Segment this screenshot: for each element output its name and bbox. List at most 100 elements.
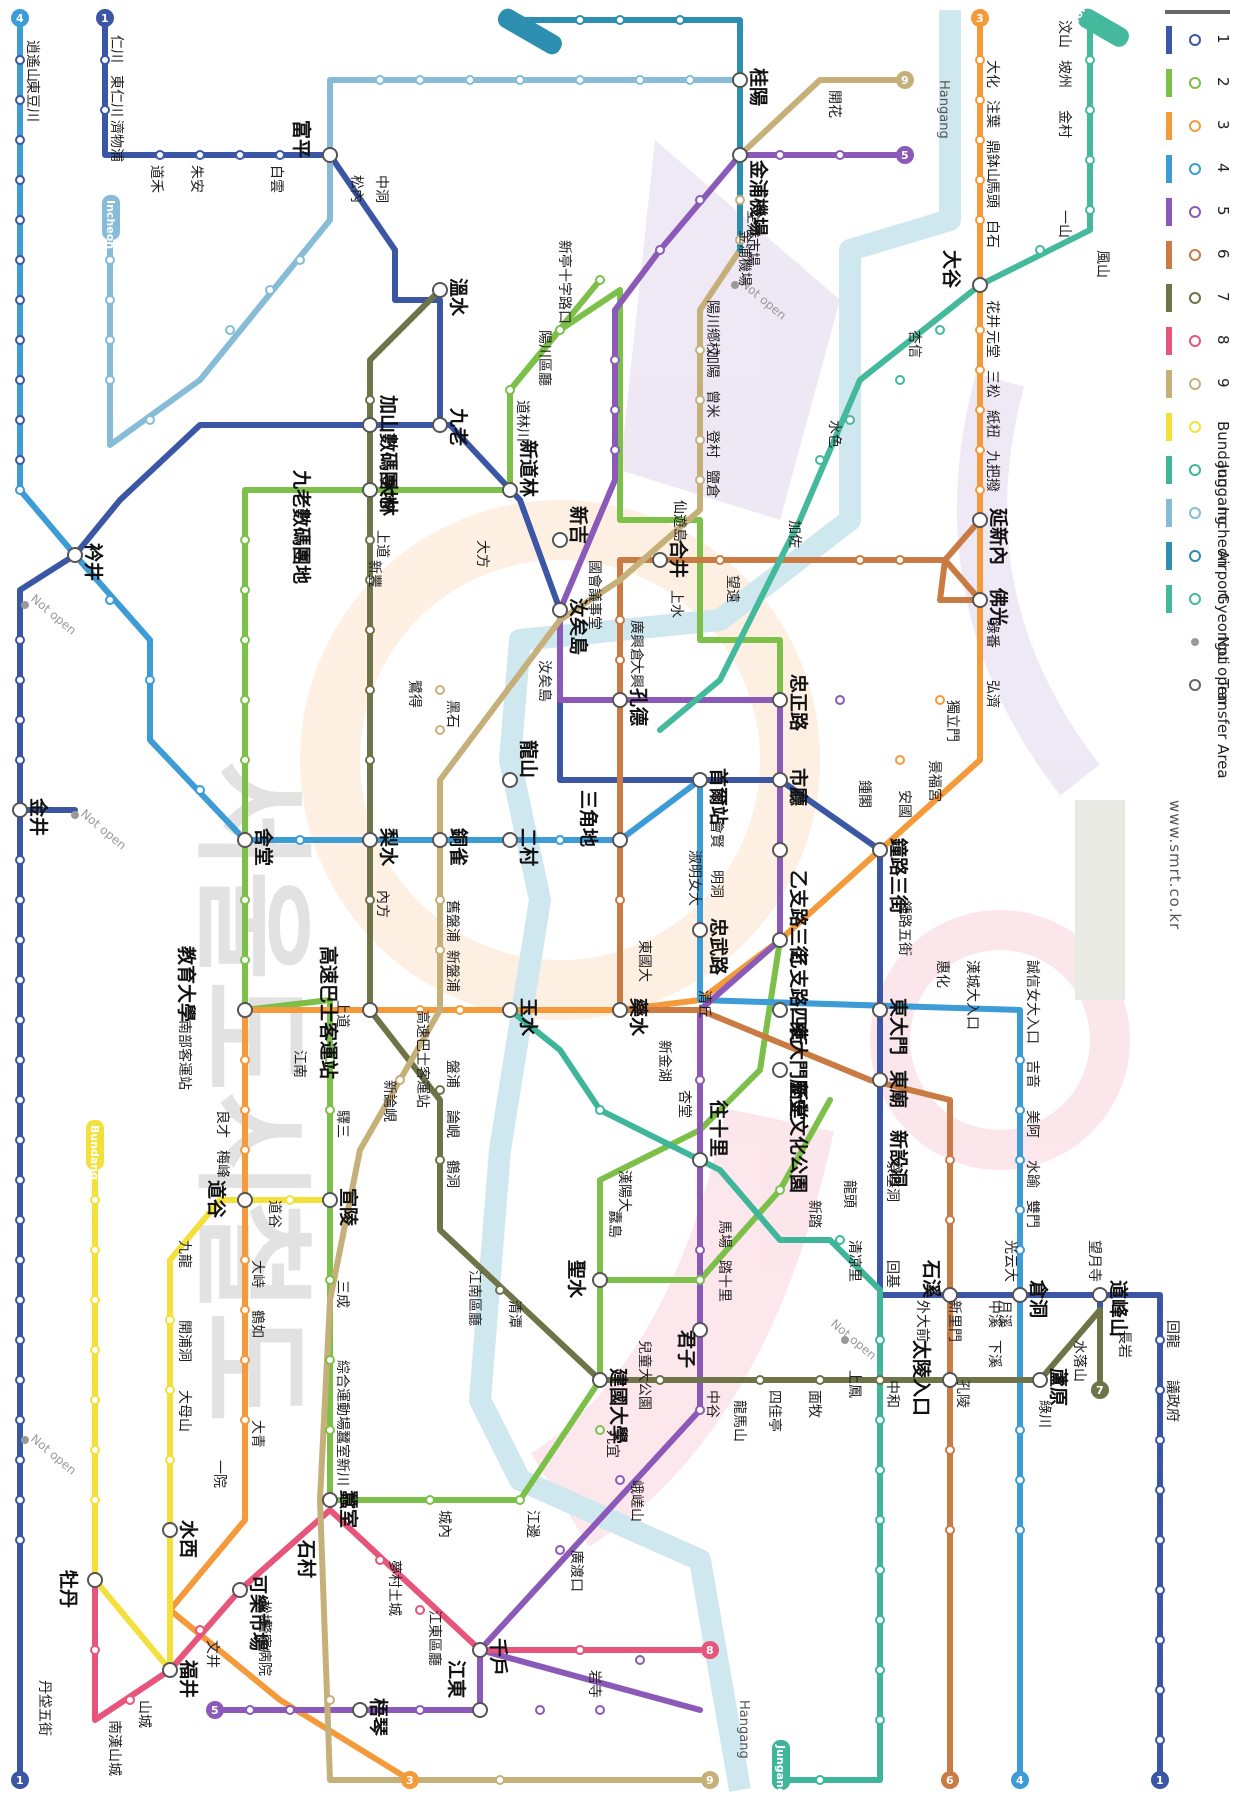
tag-line-5-left[interactable]: 5 xyxy=(206,1701,224,1719)
label-haengsin: 杏信 xyxy=(906,330,922,358)
label-hoehyeon: 會賢 xyxy=(708,820,724,848)
legend-items: 123456789BundangJungangIncheonAirportGye… xyxy=(1166,26,1232,779)
label-madu: 馬頭 xyxy=(984,180,1000,208)
label-nambu: 南部客運站 xyxy=(176,1020,193,1090)
tag-line-1-top[interactable]: 1 xyxy=(96,9,114,27)
svg-text:4: 4 xyxy=(16,12,24,25)
label-dogok: 道谷 xyxy=(205,1180,228,1219)
label-sincheon: 蠶室新川 xyxy=(334,1430,351,1486)
label-hakdong: 鶴洞 xyxy=(444,1160,461,1188)
label-ssangmun: 雙門 xyxy=(1024,1200,1040,1228)
label-incheon: 仁川 xyxy=(108,35,124,63)
label-wondang: 元堂 xyxy=(984,330,1000,358)
label-sinimun: 新里門 xyxy=(946,1300,962,1342)
label-gongdeok: 孔德 xyxy=(627,688,650,726)
hub-samgakji xyxy=(613,833,627,847)
label-cheongdam: 清潭 xyxy=(506,1300,523,1328)
legend-item-5: 5 xyxy=(1166,198,1232,226)
label-seolleung: 宣陵 xyxy=(337,1188,360,1227)
label-isu-small: 高速巴士客運站 xyxy=(414,1010,431,1108)
label-jonggak: 鍾閣 xyxy=(856,780,872,808)
label-samseong: 三成 xyxy=(334,1280,350,1308)
label-suyu: 水踰 xyxy=(1024,1160,1040,1188)
tag-line-3-top[interactable]: 3 xyxy=(971,9,989,27)
label-yangcheongu: 陽川區廳 xyxy=(536,330,553,386)
hub-changdong xyxy=(1013,1288,1027,1302)
label-suraksan: 水落山 xyxy=(1071,1340,1087,1382)
tag-line-8[interactable]: 8 xyxy=(701,1641,719,1659)
label-juan: 朱安 xyxy=(188,165,204,193)
label-daecheong: 大青 xyxy=(249,1420,265,1448)
svg-text:Not open: Not open xyxy=(78,807,129,853)
label-mangwolsa: 望月寺 xyxy=(1086,1240,1102,1282)
label-hoegi: 回基 xyxy=(884,1260,901,1288)
label-gwangheungchang: 廣興倉 xyxy=(628,620,645,662)
hub-gimpo xyxy=(733,148,747,162)
label-chungjeongno: 忠正路 xyxy=(787,674,810,732)
label-gangdonggu: 江東區廳 xyxy=(426,1610,443,1666)
label-dongguk: 東國大 xyxy=(636,940,652,982)
legend-item-8: 8 xyxy=(1166,327,1232,355)
label-dobongsan: 道峰山 xyxy=(1107,1280,1130,1337)
hub-geumcheon xyxy=(13,803,27,817)
label-jungdong: 中洞 xyxy=(373,175,389,203)
label-mangwon: 望遠 xyxy=(724,575,740,603)
label-achasan: 峨嵯山 xyxy=(628,1480,644,1522)
label-sindap: 新踏 xyxy=(806,1200,822,1228)
label-baegun: 白雲 xyxy=(268,165,284,193)
label-wolgye: 月溪 xyxy=(996,1300,1012,1328)
label-geumjeong: 衿井 xyxy=(82,543,105,581)
tag-line-4-top[interactable]: 4 xyxy=(11,9,29,27)
legend: 123456789BundangJungangIncheonAirportGye… xyxy=(1165,10,1232,930)
hub-euljiro3 xyxy=(773,843,787,857)
tag-line-1-bottom[interactable]: 1 xyxy=(11,1771,29,1789)
label-baekseok: 白石 xyxy=(984,220,1000,248)
tag-line-6[interactable]: 6 xyxy=(941,1771,959,1789)
label-amsa: 岩寺 xyxy=(586,1670,602,1698)
label-seokgye: 石溪 xyxy=(920,1259,942,1299)
label-daehwa: 大化 xyxy=(984,60,1000,88)
legend-label: Transfer Area xyxy=(1214,678,1232,779)
label-oksu: 玉水 xyxy=(517,998,539,1037)
hub-moran xyxy=(88,1573,102,1587)
hub-daegok xyxy=(973,278,987,292)
label-junghwa: 中和 xyxy=(884,1380,900,1408)
tag-line-9-bottom[interactable]: 9 xyxy=(701,1771,719,1789)
hub-kyodae xyxy=(238,1003,252,1017)
hub-bulgwang xyxy=(973,593,987,607)
hub-seongsu xyxy=(593,1273,607,1287)
hub-hapjeong xyxy=(653,553,667,567)
hub-garak xyxy=(233,1583,247,1597)
label-anguk: 安國 xyxy=(896,790,912,818)
label-susaek: 水色 xyxy=(826,420,843,448)
tag-line-1-right[interactable]: 1 xyxy=(1151,1771,1169,1789)
label-gangnamgu: 江南區廳 xyxy=(466,1270,483,1326)
label-naebang: 內方 xyxy=(374,890,390,918)
label-geumcheon: 金井 xyxy=(27,797,50,836)
label-hongje: 弘濟 xyxy=(984,680,1000,708)
label-suseo: 水西 xyxy=(177,1520,199,1558)
tag-jungang[interactable]: Jungang xyxy=(772,1740,790,1795)
tag-line-5-top[interactable]: 5 xyxy=(896,146,914,164)
hub-dongjak xyxy=(433,833,447,847)
label-jangam: 長岩 xyxy=(1116,1330,1132,1358)
label-sookmyung: 淑明女大 xyxy=(686,850,703,906)
tag-airport[interactable]: Airport Railroad xyxy=(461,0,565,61)
tag-line-7[interactable]: 7 xyxy=(1091,1381,1109,1399)
tag-bundang[interactable]: Bundang xyxy=(86,1120,104,1180)
legend-item-3: 3 xyxy=(1166,112,1232,140)
label-dongdaemun: 東大門 xyxy=(887,998,910,1055)
hub-nowon xyxy=(1033,1373,1047,1387)
tag-line-3-bottom[interactable]: 3 xyxy=(401,1771,419,1789)
svg-text:3: 3 xyxy=(406,1774,414,1787)
label-jeungmi: 曾米 xyxy=(704,390,720,418)
hub-dongmyo xyxy=(873,1073,887,1087)
tag-line-4-bottom[interactable]: 4 xyxy=(1011,1771,1029,1789)
legend-label: 1 xyxy=(1214,34,1232,44)
hub-chungmuro xyxy=(693,923,707,937)
tag-incheon[interactable]: Incheon xyxy=(102,195,120,249)
website-url: www.smrt.co.kr xyxy=(1166,800,1184,930)
label-yongmasan: 龍馬山 xyxy=(731,1400,748,1442)
tag-line-9-top[interactable]: 9 xyxy=(896,71,914,89)
label-sinnonhyeon: 新論峴 xyxy=(381,1080,397,1122)
